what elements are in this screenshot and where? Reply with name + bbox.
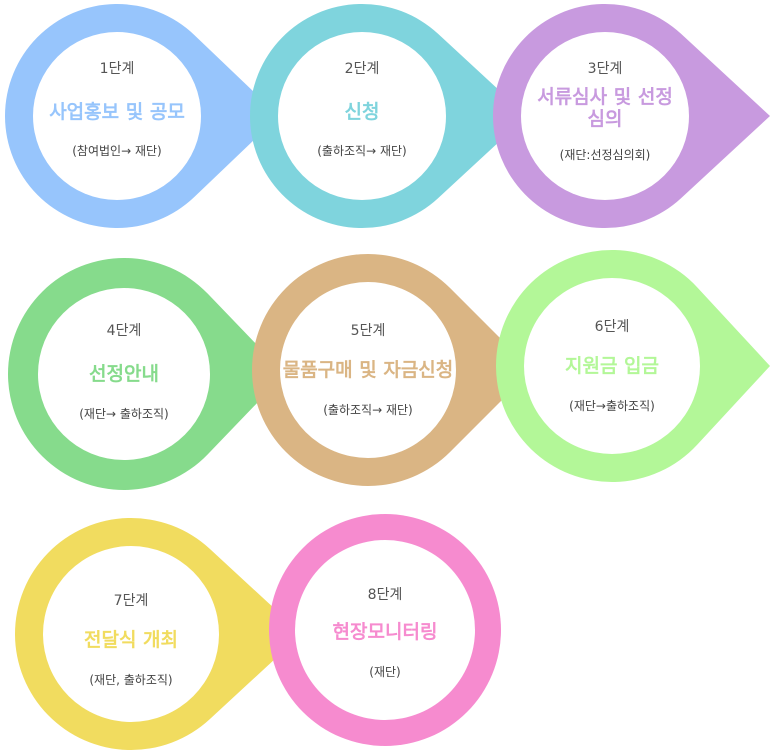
step-5-title: 물품구매 및 자금신청	[282, 359, 454, 381]
step-8-center	[295, 540, 475, 720]
step-2-center	[278, 32, 446, 200]
step-2-sub: (출하조직→ 재단)	[317, 144, 407, 158]
step-6-label: 6단계	[594, 319, 630, 335]
step-1-sub: (참여법인→ 재단)	[72, 144, 162, 158]
step-5-center	[280, 282, 456, 458]
step-1-center	[33, 32, 201, 200]
step-6-title: 지원금 입금	[564, 355, 659, 377]
step-3-label: 3단계	[587, 61, 623, 77]
step-7-sub: (재단, 출하조직)	[89, 673, 173, 687]
step-3-center	[521, 32, 689, 200]
step-8-label: 8단계	[367, 587, 403, 603]
step-2-label: 2단계	[344, 61, 380, 77]
step-2-title: 신청	[344, 101, 380, 123]
step-4-center	[38, 288, 210, 460]
step-3-title: 서류심사 및 선정심의	[537, 86, 673, 130]
step-3-sub: (재단:선정심의회)	[559, 148, 651, 162]
step-4-label: 4단계	[106, 323, 142, 339]
step-5-sub: (출하조직→ 재단)	[323, 403, 413, 417]
step-8-sub: (재단)	[369, 665, 401, 679]
step-7-label: 7단계	[113, 593, 149, 609]
step-1-label: 1단계	[99, 61, 135, 77]
step-4-title: 선정안내	[89, 363, 159, 385]
step-5-label: 5단계	[350, 323, 386, 339]
step-6-center	[524, 278, 700, 454]
step-6-sub: (재단→출하조직)	[569, 399, 655, 413]
step-1-title: 사업홍보 및 공모	[49, 101, 185, 123]
step-7-center	[43, 546, 219, 722]
step-7-title: 전달식 개최	[83, 629, 178, 651]
step-4-sub: (재단→ 출하조직)	[79, 407, 169, 421]
step-8-title: 현장모니터링	[332, 621, 438, 643]
